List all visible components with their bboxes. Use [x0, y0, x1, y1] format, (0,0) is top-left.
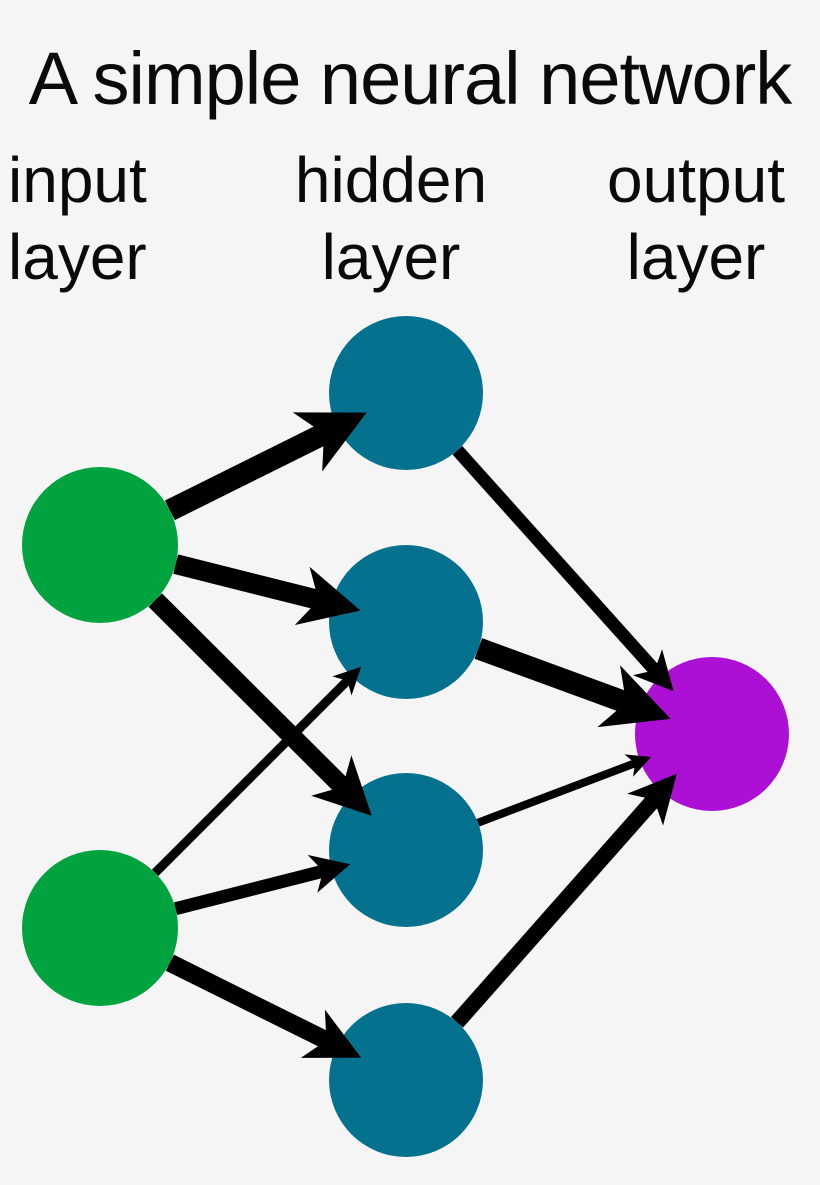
input-node-i2: [22, 850, 178, 1006]
output-layer-label-line2: layer: [626, 221, 766, 293]
hidden-node-h1: [329, 316, 483, 470]
input-layer-label: input layer: [8, 142, 147, 296]
hidden-layer-label-line1: hidden: [294, 144, 488, 216]
input-layer-label-line1: input: [8, 144, 147, 216]
edge-arrow-h3-o1: [476, 754, 652, 827]
edge-arrow-i2-h2: [151, 666, 362, 877]
edge-arrow-h4-o1: [451, 773, 677, 1028]
output-node-o1: [635, 657, 789, 811]
nodes-group: [22, 316, 789, 1157]
edge-arrow-i1-h2: [173, 554, 361, 625]
edge-arrow-i1-h1: [164, 412, 367, 521]
output-layer-label-line1: output: [607, 144, 785, 216]
input-layer-label-line2: layer: [8, 221, 147, 293]
edge-arrow-h1-o1: [452, 445, 674, 692]
hidden-layer-label: hidden layer: [241, 142, 541, 296]
input-node-i1: [22, 467, 178, 623]
page-title: A simple neural network: [28, 37, 793, 120]
edge-arrow-i1-h3: [148, 593, 372, 816]
hidden-node-h2: [329, 545, 483, 699]
hidden-node-h3: [329, 773, 483, 927]
hidden-node-h4: [329, 1003, 483, 1157]
hidden-layer-label-line2: layer: [321, 221, 461, 293]
edge-arrow-h2-o1: [474, 638, 671, 728]
edges-group: [148, 412, 677, 1058]
edge-arrow-i2-h4: [165, 954, 362, 1058]
edge-arrow-i2-h3: [173, 854, 351, 916]
output-layer-label: output layer: [546, 142, 820, 296]
